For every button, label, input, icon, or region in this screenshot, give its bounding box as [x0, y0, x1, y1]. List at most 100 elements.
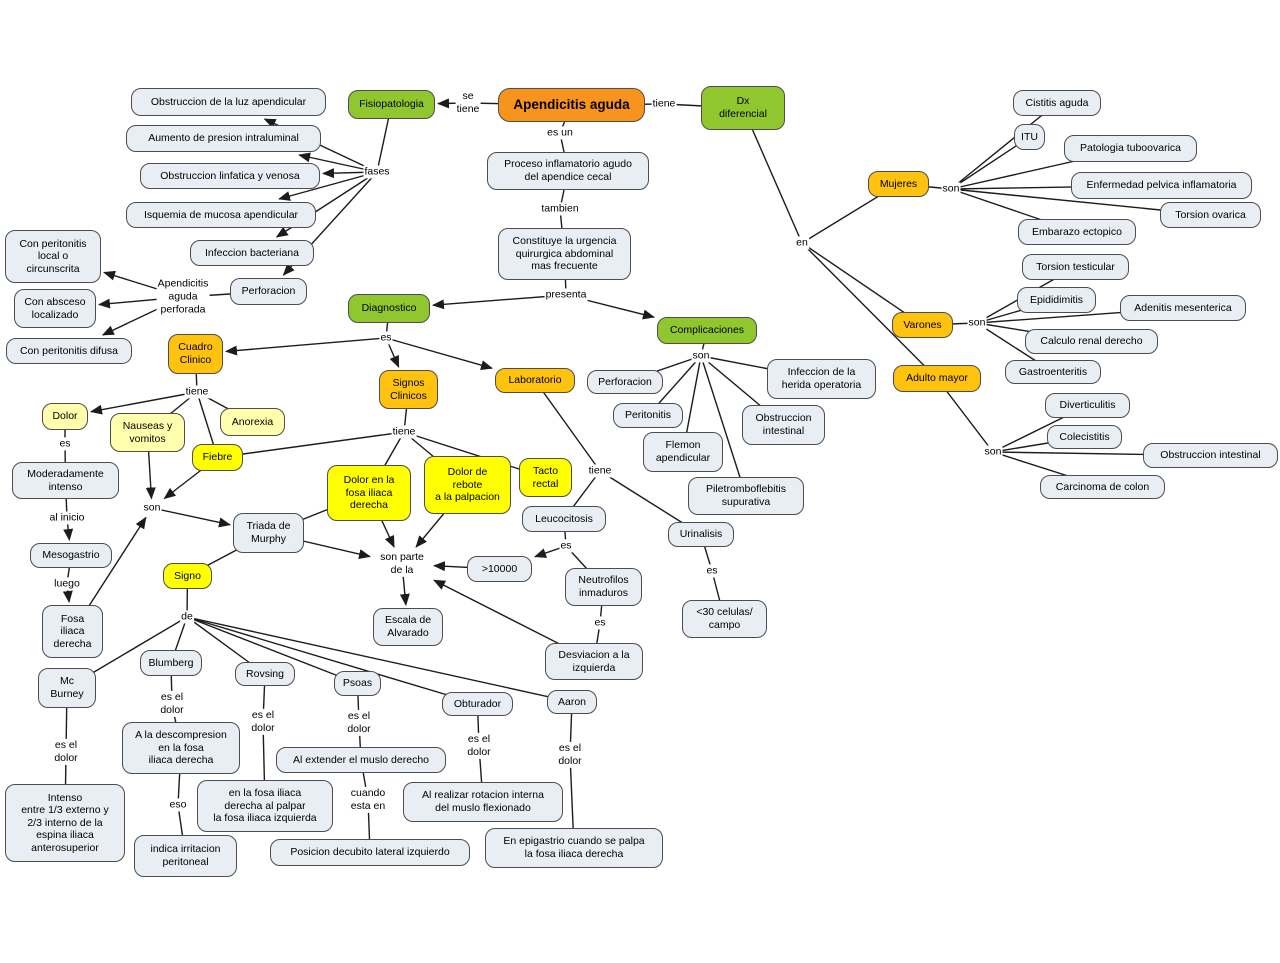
concept-urinalisis[interactable]: Urinalisis: [668, 522, 734, 547]
link-label-en: en: [795, 236, 809, 250]
concept-rovsing[interactable]: Rovsing: [235, 662, 295, 686]
concept-piletro[interactable]: Piletromboflebitis supurativa: [688, 477, 804, 515]
concept-inf_herida[interactable]: Infeccion de la herida operatoria: [767, 359, 876, 399]
concept-extender[interactable]: Al extender el muslo derecho: [276, 747, 446, 773]
link-label-luego: luego: [53, 577, 81, 591]
concept-perit_difusa[interactable]: Con peritonitis difusa: [6, 338, 132, 364]
concept-inf_bact[interactable]: Infeccion bacteriana: [190, 240, 314, 266]
concept-epigastrio[interactable]: En epigastrio cuando se palpa la fosa il…: [485, 828, 663, 868]
concept-dolor_fosa[interactable]: Dolor en la fosa iliaca derecha: [327, 465, 411, 521]
concept-triada[interactable]: Triada de Murphy: [233, 513, 304, 553]
edge-de-psoas: [186, 616, 358, 685]
concept-intenso[interactable]: Intenso entre 1/3 externo y 2/3 interno …: [5, 784, 125, 862]
concept-irritacion[interactable]: indica irritacion peritoneal: [134, 835, 237, 877]
concept-fosa_iliaca[interactable]: Fosa iliaca derecha: [42, 605, 103, 658]
concept-colecistitis[interactable]: Colecistitis: [1047, 425, 1122, 449]
concept-varones[interactable]: Varones: [892, 312, 953, 338]
concept-lt30[interactable]: <30 celulas/ campo: [682, 600, 767, 638]
link-label-tambien: tambien: [540, 202, 580, 216]
concept-descompresion[interactable]: A la descompresion en la fosa iliaca der…: [122, 722, 240, 774]
concept-signo[interactable]: Signo: [163, 563, 212, 589]
concept-proceso[interactable]: Proceso inflamatorio agudo del apendice …: [487, 152, 649, 190]
concept-rotacion[interactable]: Al realizar rotacion interna del muslo f…: [403, 782, 563, 822]
concept-embarazo[interactable]: Embarazo ectopico: [1018, 219, 1136, 245]
concept-obstr_luz[interactable]: Obstruccion de la luz apendicular: [131, 88, 326, 116]
concept-aumento[interactable]: Aumento de presion intraluminal: [126, 125, 321, 152]
concept-pat_tubo[interactable]: Patologia tuboovarica: [1064, 135, 1197, 162]
link-label-esd_mb: es el dolor: [53, 738, 79, 766]
concept-signos[interactable]: Signos Clinicos: [379, 370, 438, 409]
link-label-tiene_cc: tiene: [184, 385, 210, 399]
concept-obturador[interactable]: Obturador: [442, 692, 513, 716]
concept-aaron[interactable]: Aaron: [547, 690, 597, 714]
concept-peritonitis2[interactable]: Peritonitis: [613, 403, 683, 428]
concept-torsion_ov[interactable]: Torsion ovarica: [1160, 202, 1261, 228]
concept-adulto[interactable]: Adulto mayor: [893, 365, 981, 392]
concept-fosa_palpar[interactable]: en la fosa iliaca derecha al palpar la f…: [197, 780, 333, 832]
concept-mesogastrio[interactable]: Mesogastrio: [30, 543, 112, 568]
concept-nauseas[interactable]: Nauseas y vomitos: [110, 413, 185, 452]
concept-perforacion1[interactable]: Perforacion: [230, 278, 307, 305]
concept-apendicitis[interactable]: Apendicitis aguda: [498, 88, 645, 122]
edge-de-aaron: [186, 616, 573, 703]
edge-en-adulto: [801, 242, 938, 379]
concept-escala[interactable]: Escala de Alvarado: [373, 608, 443, 646]
concept-flemon[interactable]: Flemon apendicular: [643, 432, 723, 472]
concept-diverticulitis[interactable]: Diverticulitis: [1045, 393, 1130, 418]
concept-desviacion[interactable]: Desviacion a la izquierda: [545, 643, 643, 680]
edge-son_t-triada: [151, 507, 231, 528]
concept-blumberg[interactable]: Blumberg: [140, 650, 202, 676]
link-label-son_v: son: [967, 316, 987, 330]
link-label-se_tiene: se tiene: [455, 89, 481, 117]
concept-complicaciones[interactable]: Complicaciones: [657, 317, 757, 344]
concept-fiebre[interactable]: Fiebre: [192, 444, 243, 471]
concept-perforacion2[interactable]: Perforacion: [587, 370, 663, 394]
link-label-de: de: [180, 610, 194, 624]
concept-perit_local[interactable]: Con peritonitis local o circunscrita: [5, 230, 101, 283]
link-label-son_m: son: [941, 182, 961, 196]
concept-adenitis[interactable]: Adenitis mesenterica: [1120, 295, 1246, 321]
concept-anorexia[interactable]: Anorexia: [220, 408, 285, 436]
concept-dolor[interactable]: Dolor: [42, 403, 88, 430]
concept-constituye[interactable]: Constituye la urgencia quirurgica abdomi…: [498, 228, 631, 280]
concept-diagnostico[interactable]: Diagnostico: [348, 294, 430, 323]
concept-mcburney[interactable]: Mc Burney: [38, 668, 96, 708]
concept-gt10000[interactable]: >10000: [467, 556, 532, 582]
concept-tacto[interactable]: Tacto rectal: [519, 458, 572, 497]
link-label-son_c: son: [691, 349, 711, 363]
concept-psoas[interactable]: Psoas: [334, 671, 381, 696]
edge-laboratorio-tiene_lab: [534, 380, 601, 472]
concept-epididimitis[interactable]: Epididimitis: [1017, 287, 1096, 313]
concept-gastro[interactable]: Gastroenteritis: [1005, 360, 1101, 384]
concept-obs_int2[interactable]: Obstruccion intestinal: [1143, 443, 1278, 468]
concept-enf_pelv[interactable]: Enfermedad pelvica inflamatoria: [1071, 172, 1252, 199]
concept-torsion_test[interactable]: Torsion testicular: [1022, 254, 1129, 280]
concept-itu[interactable]: ITU: [1014, 124, 1045, 150]
concept-absceso[interactable]: Con absceso localizado: [14, 289, 96, 328]
concept-obs_int1[interactable]: Obstruccion intestinal: [742, 405, 825, 445]
link-label-son_parte: son parte de la: [379, 550, 425, 578]
concept-fisiopatologia[interactable]: Fisiopatologia: [348, 90, 435, 119]
concept-calculo[interactable]: Calculo renal derecho: [1025, 329, 1158, 354]
concept-isquemia[interactable]: Isquemia de mucosa apendicular: [126, 202, 316, 228]
concept-mujeres[interactable]: Mujeres: [868, 171, 929, 197]
concept-laboratorio[interactable]: Laboratorio: [495, 368, 575, 393]
link-label-al_inicio: al inicio: [48, 511, 86, 525]
concept-moderadamente[interactable]: Moderadamente intenso: [12, 462, 119, 499]
link-label-tiene_dx: tiene: [651, 97, 677, 111]
concept-cuadro[interactable]: Cuadro Clinico: [168, 334, 223, 374]
concept-obs_linf[interactable]: Obstruccion linfatica y venosa: [140, 163, 320, 189]
concept-posicion[interactable]: Posicion decubito lateral izquierdo: [270, 839, 470, 866]
link-label-tiene_sc: tiene: [391, 425, 417, 439]
edge-presenta-diagnostico: [432, 294, 567, 310]
concept-cistitis[interactable]: Cistitis aguda: [1013, 90, 1101, 116]
concept-carcinoma[interactable]: Carcinoma de colon: [1040, 475, 1165, 499]
edge-tiene_cc-dolor: [90, 391, 198, 415]
concept-dolor_rebote[interactable]: Dolor de rebote a la palpacion: [424, 456, 511, 514]
edge-son_c-piletro: [700, 355, 747, 497]
concept-leucocitosis[interactable]: Leucocitosis: [522, 506, 606, 532]
concept-dx_dif[interactable]: Dx diferencial: [701, 86, 785, 130]
link-label-fases: fases: [363, 165, 391, 179]
link-label-tiene_lab: tiene: [587, 464, 613, 478]
concept-neutrofilos[interactable]: Neutrofilos inmaduros: [565, 568, 642, 606]
